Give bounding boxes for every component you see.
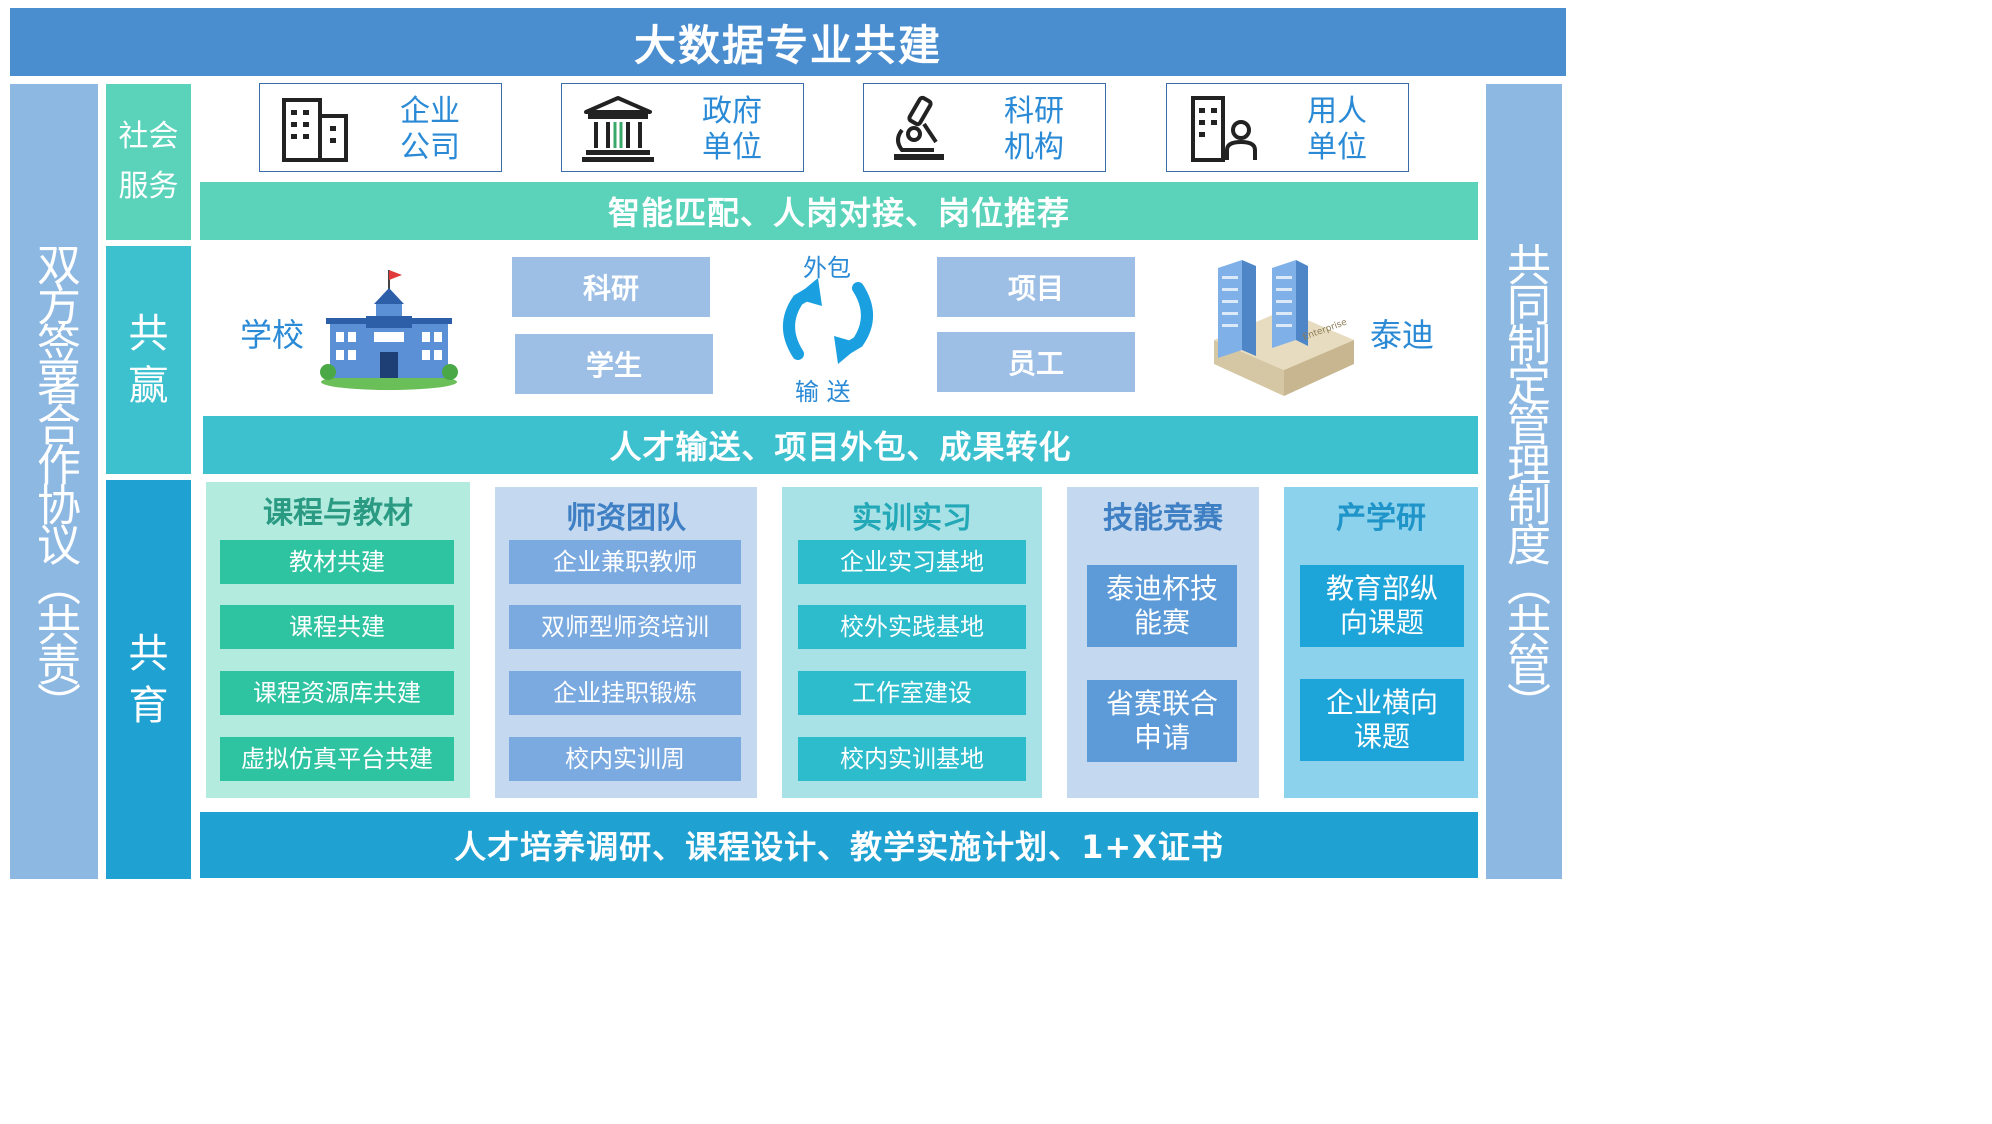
category-win-win: 共 赢	[106, 246, 191, 474]
band-co-education: 人才培养调研、课程设计、教学实施计划、1+X证书	[200, 812, 1478, 878]
column-training-internship: 实训实习 企业实习基地 校外实践基地 工作室建设 校内实训基地	[782, 487, 1042, 798]
category-win-line-1: 共	[128, 311, 169, 357]
column-item: 双师型师资培训	[509, 605, 741, 649]
column-item: 企业实习基地	[798, 540, 1026, 584]
company-item-projects: 项目	[937, 257, 1135, 317]
org-label: 企业公司	[400, 94, 460, 165]
left-side-bar: 双方签署合作协议（共责）	[10, 84, 98, 879]
school-item-students: 学生	[515, 334, 713, 394]
org-employer: 用人单位	[1166, 83, 1409, 172]
column-item: 课程共建	[220, 605, 454, 649]
category-win-line-2: 赢	[128, 363, 169, 409]
column-item: 企业挂职锻炼	[509, 671, 741, 715]
column-title: 实训实习	[852, 501, 972, 536]
org-enterprise: 企业公司	[259, 83, 502, 172]
column-item: 校外实践基地	[798, 605, 1026, 649]
category-social-line-2: 服务	[118, 169, 179, 204]
column-title: 产学研	[1336, 501, 1426, 536]
exchange-arrows-icon	[783, 278, 873, 364]
school-item-research: 科研	[512, 257, 710, 317]
office-building-icon	[282, 98, 348, 162]
column-item: 课程资源库共建	[220, 671, 454, 715]
column-item: 企业兼职教师	[509, 540, 741, 584]
column-skill-competition: 技能竞赛 泰迪杯技能赛 省赛联合申请	[1067, 487, 1259, 798]
org-research: 科研机构	[863, 83, 1106, 172]
column-item: 工作室建设	[798, 671, 1026, 715]
column-item: 泰迪杯技能赛	[1087, 565, 1237, 647]
org-label: 政府单位	[702, 94, 762, 165]
column-industry-research: 产学研 教育部纵向课题 企业横向课题	[1284, 487, 1478, 798]
column-item: 校内实训基地	[798, 737, 1026, 781]
page-title: 大数据专业共建	[10, 8, 1566, 76]
column-faculty-team: 师资团队 企业兼职教师 双师型师资培训 企业挂职锻炼 校内实训周	[495, 487, 757, 798]
employer-icon	[1191, 96, 1257, 162]
column-item: 教材共建	[220, 540, 454, 584]
category-social-line-1: 社会	[118, 119, 179, 154]
column-item: 省赛联合申请	[1087, 680, 1237, 762]
column-item: 教育部纵向课题	[1300, 565, 1464, 647]
column-item: 虚拟仿真平台共建	[220, 737, 454, 781]
org-government: 政府单位	[561, 83, 804, 172]
category-edu-line-2: 育	[128, 682, 169, 729]
column-item: 校内实训周	[509, 737, 741, 781]
column-title: 课程与教材	[263, 496, 413, 531]
band-win-win: 人才输送、项目外包、成果转化	[203, 416, 1478, 474]
category-edu-line-1: 共	[128, 630, 169, 677]
column-courses-materials: 课程与教材 教材共建 课程共建 课程资源库共建 虚拟仿真平台共建	[206, 482, 470, 798]
right-side-bar: 共同制定管理制度（共管）	[1486, 84, 1562, 879]
school-building-icon	[320, 270, 458, 390]
flow-outsourcing-label: 外包	[803, 254, 851, 282]
category-co-education: 共 育	[106, 480, 191, 879]
org-label: 科研机构	[1004, 94, 1064, 165]
category-social-service: 社会 服务	[106, 84, 191, 240]
column-title: 技能竞赛	[1103, 501, 1223, 536]
government-building-icon	[582, 96, 654, 162]
column-item: 企业横向课题	[1300, 679, 1464, 761]
school-label: 学校	[240, 316, 305, 354]
column-title: 师资团队	[566, 501, 686, 536]
org-label: 用人单位	[1307, 94, 1367, 165]
band-social-service: 智能匹配、人岗对接、岗位推荐	[200, 182, 1478, 240]
company-label: 泰迪	[1370, 316, 1435, 354]
flow-delivery-label: 输 送	[795, 378, 851, 406]
microscope-icon	[894, 95, 944, 160]
enterprise-buildings-icon: Enterprise	[1214, 260, 1354, 396]
company-item-staff: 员工	[937, 332, 1135, 392]
